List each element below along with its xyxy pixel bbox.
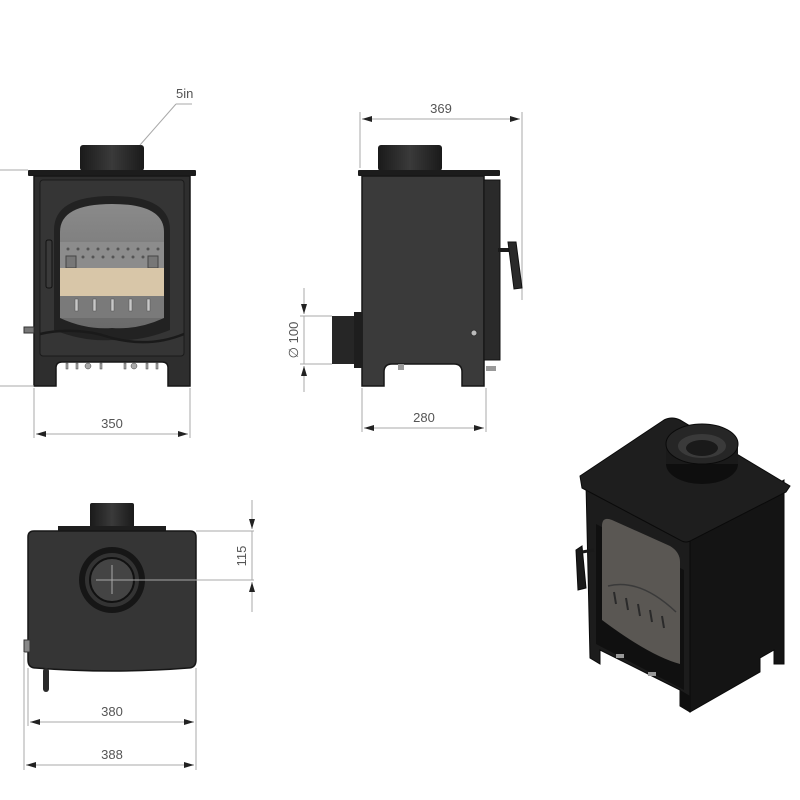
front-door-handle (45, 239, 53, 289)
front-top-plate (28, 170, 196, 176)
isometric-view (575, 417, 791, 713)
side-door-handle (507, 241, 523, 290)
side-body (361, 175, 485, 387)
iso-glass (602, 518, 680, 664)
side-rear-outlet (332, 316, 356, 364)
front-firebrick (60, 268, 164, 296)
front-flue-collar (80, 145, 144, 171)
top-overall-width-label: 388 (101, 747, 123, 762)
side-flue-collar (378, 145, 442, 171)
side-view: 369 ∅ 100 280 (286, 101, 523, 432)
top-body-width-label: 380 (101, 704, 123, 719)
top-door-handle (43, 668, 49, 692)
flue-size-label: 5in (176, 86, 193, 101)
top-flue-collar (90, 503, 134, 529)
iso-right-face (689, 479, 785, 713)
iso-door-handle (575, 545, 587, 591)
top-view: 115 380 388 (23, 500, 255, 770)
side-base-depth-label: 280 (413, 410, 435, 425)
flue-offset-label: 115 (234, 546, 249, 567)
front-view: 5in 350 (0, 86, 196, 438)
front-width-label: 350 (101, 416, 123, 431)
side-top-depth-label: 369 (430, 101, 452, 116)
rear-outlet-diameter-label: ∅ 100 (286, 322, 301, 359)
